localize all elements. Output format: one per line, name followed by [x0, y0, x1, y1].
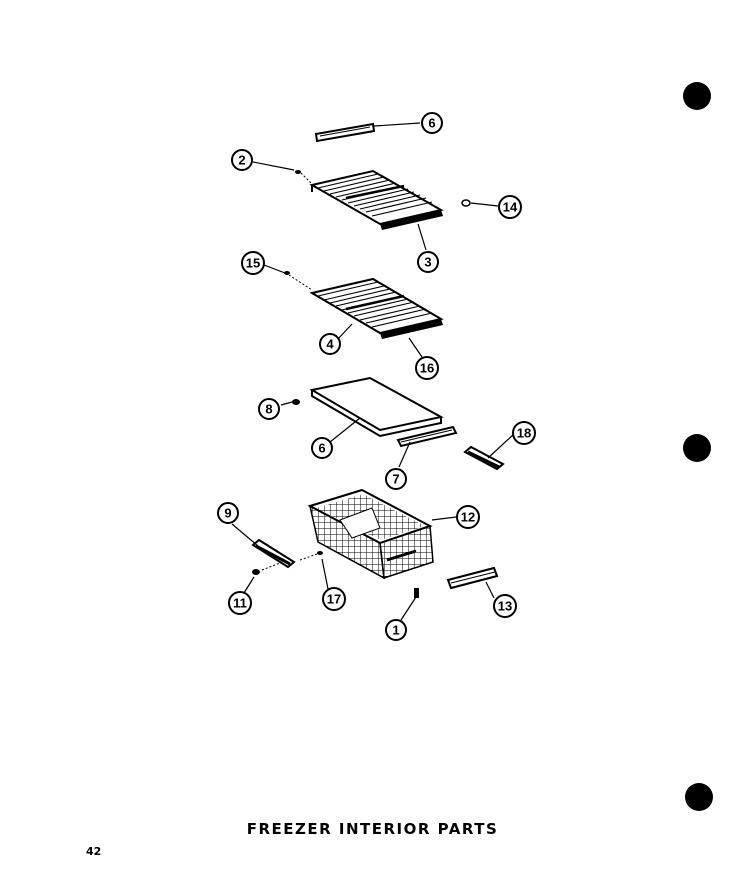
svg-text:12: 12 — [461, 510, 475, 525]
callout-17: 17 — [322, 587, 346, 611]
callout-15: 15 — [241, 251, 265, 275]
svg-text:13: 13 — [498, 599, 512, 614]
shelf-support-left — [251, 538, 296, 569]
solid-shelf-panel — [309, 376, 444, 438]
binder-hole-bottom — [685, 783, 713, 811]
svg-text:4: 4 — [326, 337, 334, 352]
svg-text:8: 8 — [265, 402, 272, 417]
callout-1: 1 — [385, 619, 407, 641]
svg-text:11: 11 — [233, 596, 247, 611]
support-fastener — [252, 569, 260, 575]
callout-3: 3 — [417, 251, 439, 273]
callout-16: 16 — [415, 356, 439, 380]
lower-wire-shelf — [309, 277, 444, 339]
shelf-clip-right — [461, 199, 471, 207]
svg-text:14: 14 — [503, 200, 518, 215]
upper-wire-shelf — [309, 169, 444, 230]
svg-text:3: 3 — [424, 255, 431, 270]
front-trim-strip — [396, 425, 458, 448]
callout-6-top: 6 — [421, 112, 443, 134]
svg-text:16: 16 — [420, 361, 434, 376]
top-trim-bracket — [314, 122, 421, 143]
svg-text:2: 2 — [238, 153, 245, 168]
screw-lower-left — [284, 271, 290, 275]
svg-text:17: 17 — [327, 592, 341, 607]
callout-11: 11 — [228, 591, 252, 615]
callout-18: 18 — [512, 421, 536, 445]
svg-text:15: 15 — [246, 256, 260, 271]
screw-upper-left — [295, 170, 301, 174]
callout-13: 13 — [493, 594, 517, 618]
basket-stop-clip — [414, 588, 419, 598]
panel-screw — [292, 399, 300, 405]
callout-6-panel: 6 — [311, 437, 333, 459]
svg-text:1: 1 — [392, 623, 399, 638]
callout-9: 9 — [217, 502, 239, 524]
shelf-support-right — [463, 445, 505, 471]
svg-text:6: 6 — [428, 116, 435, 131]
page-number: 42 — [86, 845, 102, 858]
svg-text:9: 9 — [224, 506, 231, 521]
drawer-glide — [446, 566, 499, 590]
leader-lines — [231, 161, 515, 621]
wire-basket — [307, 488, 434, 580]
page-title: FREEZER INTERIOR PARTS — [246, 820, 499, 838]
callout-7: 7 — [385, 468, 407, 490]
binder-hole-middle — [683, 434, 711, 462]
callout-2: 2 — [231, 149, 253, 171]
binder-hole-top — [683, 82, 711, 110]
svg-text:6: 6 — [318, 441, 325, 456]
basket-screw — [317, 551, 323, 555]
svg-text:7: 7 — [392, 472, 399, 487]
callout-8: 8 — [258, 398, 280, 420]
callout-14: 14 — [498, 195, 522, 219]
callout-12: 12 — [456, 505, 480, 529]
svg-text:18: 18 — [517, 426, 531, 441]
callout-4: 4 — [319, 333, 341, 355]
